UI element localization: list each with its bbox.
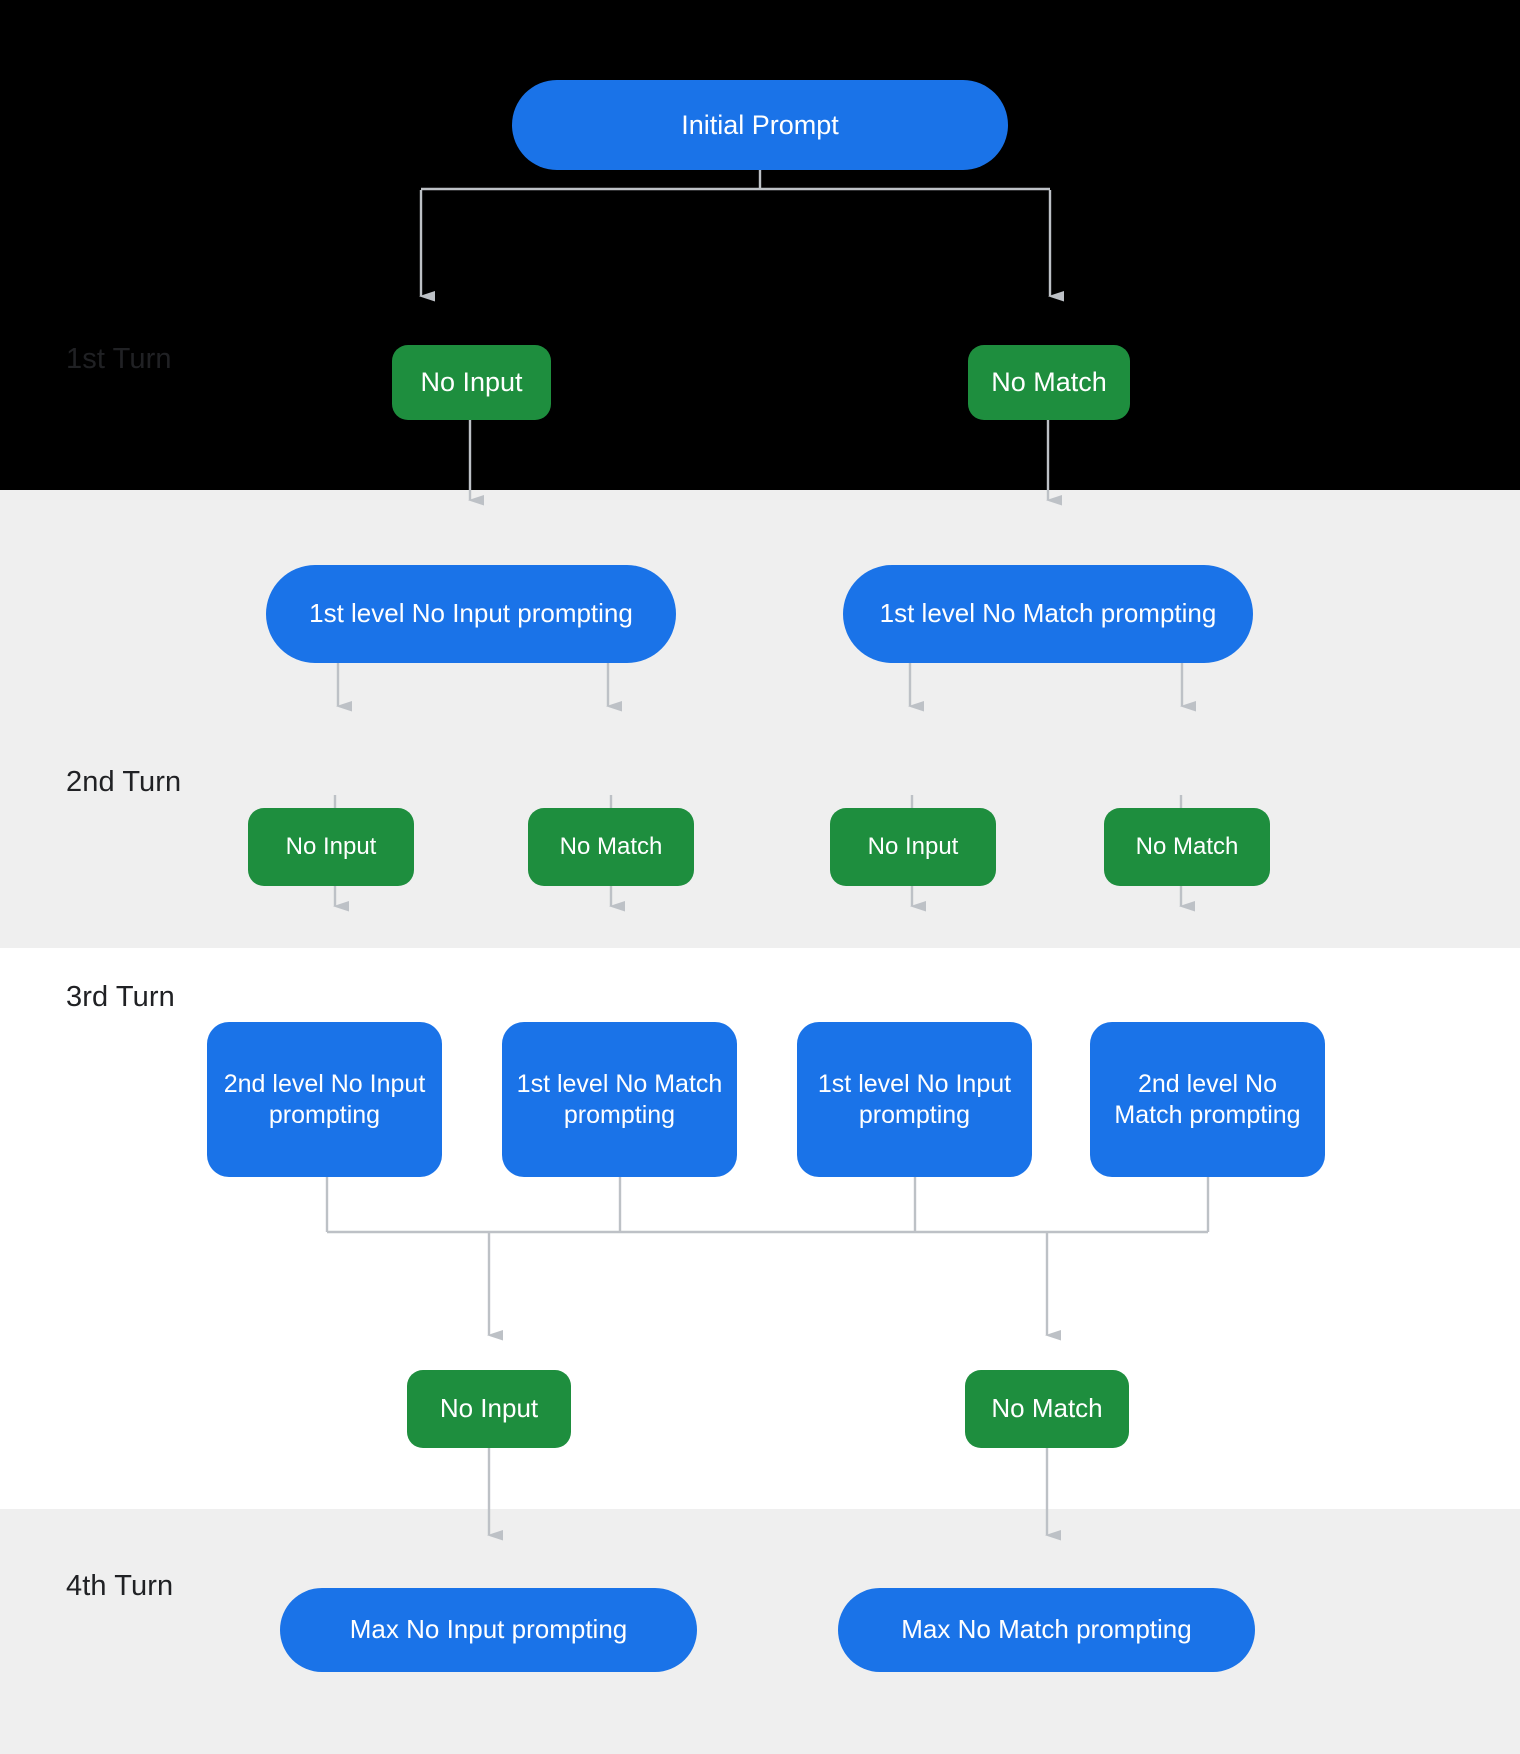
turn-label-4: 4th Turn (66, 1570, 174, 1602)
node-turn2-no-input-a[interactable]: No Input (248, 808, 414, 886)
node-turn3-prompt-1st-no-match[interactable]: 1st level No Match prompting (502, 1022, 737, 1177)
node-turn3-prompt-2nd-no-match[interactable]: 2nd level No Match prompting (1090, 1022, 1325, 1177)
turn-label-2: 2nd Turn (66, 766, 182, 798)
node-turn4-max-no-input[interactable]: Max No Input prompting (280, 1588, 697, 1672)
turn-band-4 (0, 1509, 1520, 1754)
node-turn3-prompt-2nd-no-input[interactable]: 2nd level No Input prompting (207, 1022, 442, 1177)
node-turn3-prompt-1st-no-input[interactable]: 1st level No Input prompting (797, 1022, 1032, 1177)
turn-band-1 (0, 0, 1520, 490)
turn-label-3: 3rd Turn (66, 981, 175, 1013)
node-turn2-no-match-a[interactable]: No Match (528, 808, 694, 886)
node-turn3-no-input[interactable]: No Input (407, 1370, 571, 1448)
node-turn2-no-input-b[interactable]: No Input (830, 808, 996, 886)
turn-label-1: 1st Turn (66, 343, 172, 375)
node-turn4-max-no-match[interactable]: Max No Match prompting (838, 1588, 1255, 1672)
node-initial-prompt[interactable]: Initial Prompt (512, 80, 1008, 170)
node-turn3-no-match[interactable]: No Match (965, 1370, 1129, 1448)
node-turn2-prompt-no-match[interactable]: 1st level No Match prompting (843, 565, 1253, 663)
node-turn2-prompt-no-input[interactable]: 1st level No Input prompting (266, 565, 676, 663)
node-turn1-no-input[interactable]: No Input (392, 345, 551, 420)
turn-band-2 (0, 490, 1520, 948)
node-turn2-no-match-b[interactable]: No Match (1104, 808, 1270, 886)
node-turn1-no-match[interactable]: No Match (968, 345, 1130, 420)
